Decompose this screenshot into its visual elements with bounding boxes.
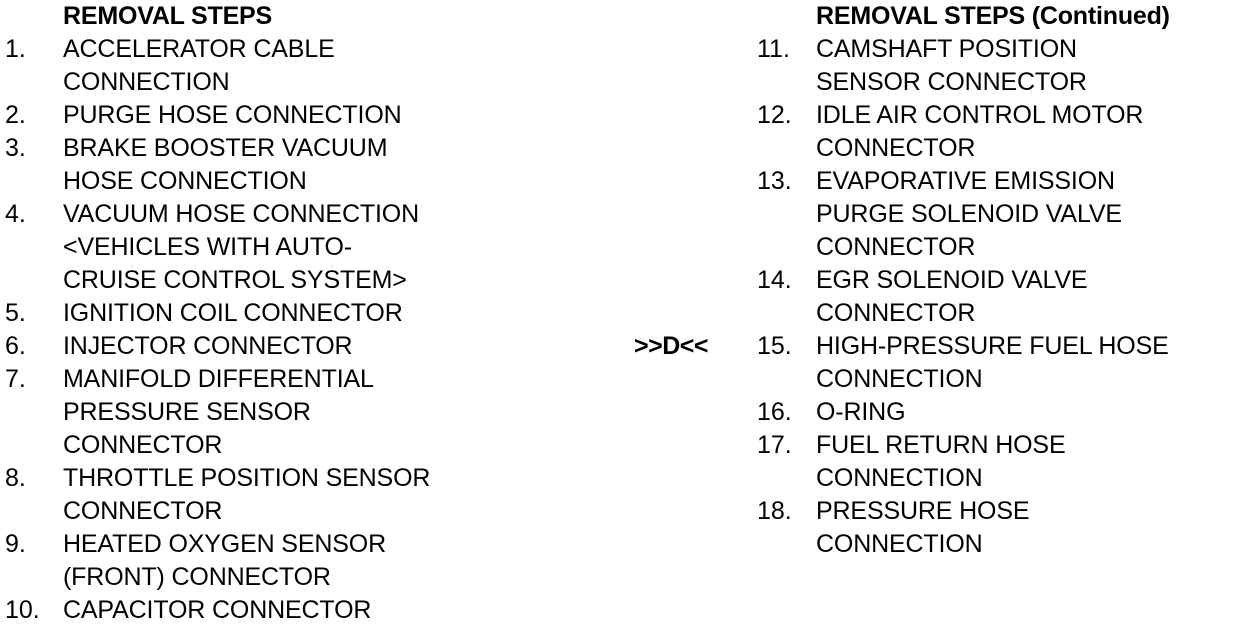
step-item: 18. PRESSURE HOSE CONNECTION	[752, 495, 1248, 561]
step-text-line: PURGE SOLENOID VALVE	[816, 200, 1122, 228]
step-text-line: IGNITION COIL CONNECTOR	[63, 299, 403, 327]
step-text-line: BRAKE BOOSTER VACUUM	[63, 134, 388, 162]
step-text-line: CONNECTOR	[63, 497, 223, 525]
step-text-line: CAPACITOR CONNECTOR	[63, 596, 372, 624]
step-number: 3.	[5, 134, 26, 162]
step-text: CAMSHAFT POSITION SENSOR CONNECTOR	[816, 33, 1248, 99]
step-text-line: SENSOR CONNECTOR	[816, 68, 1087, 96]
step-number: 15.	[757, 332, 792, 360]
step-item: 16. O-RING	[752, 396, 1248, 429]
step-number: 1.	[5, 35, 26, 63]
step-text-line: PURGE HOSE CONNECTION	[63, 101, 402, 129]
step-item: 8. THROTTLE POSITION SENSOR CONNECTOR	[0, 462, 600, 528]
step-text-line: ACCELERATOR CABLE	[63, 35, 335, 63]
step-text-line: CONNECTOR	[816, 233, 976, 261]
step-text-line: VACUUM HOSE CONNECTION	[63, 200, 419, 228]
step-text: EGR SOLENOID VALVE CONNECTOR	[816, 264, 1248, 330]
step-number: 16.	[757, 398, 792, 426]
step-text-line: CONNECTOR	[63, 431, 223, 459]
right-steps-column: REMOVAL STEPS (Continued) 11. CAMSHAFT PO…	[752, 0, 1248, 561]
step-number: 11.	[757, 35, 790, 63]
step-item: 4. VACUUM HOSE CONNECTION <VEHICLES WITH A…	[0, 198, 600, 297]
step-text: HEATED OXYGEN SENSOR (FRONT) CONNECTOR	[63, 528, 600, 594]
right-steps-list: 11. CAMSHAFT POSITION SENSOR CONNECTOR 12. I…	[752, 33, 1248, 561]
step-item: 17. FUEL RETURN HOSE CONNECTION	[752, 429, 1248, 495]
step-item: 12. IDLE AIR CONTROL MOTOR CONNECTOR	[752, 99, 1248, 165]
left-column-heading: REMOVAL STEPS	[63, 2, 273, 30]
step-text-line: IDLE AIR CONTROL MOTOR	[816, 101, 1144, 129]
step-item: 9. HEATED OXYGEN SENSOR (FRONT) CONNECTOR	[0, 528, 600, 594]
step-text-line: (FRONT) CONNECTOR	[63, 563, 331, 591]
step-text: VACUUM HOSE CONNECTION <VEHICLES WITH AUT…	[63, 198, 600, 297]
step-item: 1. ACCELERATOR CABLE CONNECTION	[0, 33, 600, 99]
step-text: FUEL RETURN HOSE CONNECTION	[816, 429, 1248, 495]
step-text-line: CONNECTOR	[816, 299, 976, 327]
step-item: 10. CAPACITOR CONNECTOR	[0, 594, 600, 627]
step-item: 14. EGR SOLENOID VALVE CONNECTOR	[752, 264, 1248, 330]
step-text: HIGH-PRESSURE FUEL HOSE CONNECTION	[816, 330, 1248, 396]
step-text-line: HIGH-PRESSURE FUEL HOSE	[816, 332, 1169, 360]
step-text-line: CONNECTOR	[816, 134, 976, 162]
step-text-line: FUEL RETURN HOSE	[816, 431, 1066, 459]
step-number: 6.	[5, 332, 26, 360]
step-text-line: PRESSURE SENSOR	[63, 398, 311, 426]
step-item: 15. HIGH-PRESSURE FUEL HOSE CONNECTION	[752, 330, 1248, 396]
step-text: CAPACITOR CONNECTOR	[63, 594, 600, 627]
step-text-line: INJECTOR CONNECTOR	[63, 332, 353, 360]
step-text: ACCELERATOR CABLE CONNECTION	[63, 33, 600, 99]
step-item: 7. MANIFOLD DIFFERENTIAL PRESSURE SENSOR CO…	[0, 363, 600, 462]
step-item: 13. EVAPORATIVE EMISSION PURGE SOLENOID VA…	[752, 165, 1248, 264]
step-text: MANIFOLD DIFFERENTIAL PRESSURE SENSOR CONN…	[63, 363, 600, 462]
step-text-line: HOSE CONNECTION	[63, 167, 307, 195]
step-text-line: HEATED OXYGEN SENSOR	[63, 530, 386, 558]
step-text-line: PRESSURE HOSE	[816, 497, 1030, 525]
step-item: 2. PURGE HOSE CONNECTION	[0, 99, 600, 132]
step-text: EVAPORATIVE EMISSION PURGE SOLENOID VALVE…	[816, 165, 1248, 264]
step-text-line: THROTTLE POSITION SENSOR	[63, 464, 431, 492]
step-text-line: CONNECTION	[816, 365, 983, 393]
step-number: 9.	[5, 530, 26, 558]
step-number: 12.	[757, 101, 792, 129]
step-text-line: CONNECTION	[816, 464, 983, 492]
step-text-line: CONNECTION	[816, 530, 983, 558]
step-text: PRESSURE HOSE CONNECTION	[816, 495, 1248, 561]
step-number: 18.	[757, 497, 792, 525]
step-number: 10.	[5, 596, 40, 624]
step-text: BRAKE BOOSTER VACUUM HOSE CONNECTION	[63, 132, 600, 198]
step-item: 3. BRAKE BOOSTER VACUUM HOSE CONNECTION	[0, 132, 600, 198]
left-steps-column: REMOVAL STEPS 1. ACCELERATOR CABLE CONNECT…	[0, 0, 600, 627]
step-text: IGNITION COIL CONNECTOR	[63, 297, 600, 330]
step-text-line: CONNECTION	[63, 68, 230, 96]
step-text-line: EVAPORATIVE EMISSION	[816, 167, 1115, 195]
step-text: INJECTOR CONNECTOR	[63, 330, 600, 363]
step-number: 5.	[5, 299, 26, 327]
step-text-line: O-RING	[816, 398, 906, 426]
step-item: 6. INJECTOR CONNECTOR	[0, 330, 600, 363]
step-text-line: CRUISE CONTROL SYSTEM>	[63, 266, 407, 294]
step-item: 11. CAMSHAFT POSITION SENSOR CONNECTOR	[752, 33, 1248, 99]
step-text-line: CAMSHAFT POSITION	[816, 35, 1077, 63]
step-text: O-RING	[816, 396, 1248, 429]
step-text: THROTTLE POSITION SENSOR CONNECTOR	[63, 462, 600, 528]
step-number: 7.	[5, 365, 26, 393]
step-number: 2.	[5, 101, 26, 129]
right-column-heading: REMOVAL STEPS (Continued)	[816, 2, 1170, 30]
step-number: 4.	[5, 200, 26, 228]
step-number: 13.	[757, 167, 792, 195]
step-text-line: MANIFOLD DIFFERENTIAL	[63, 365, 374, 393]
step-number: 14.	[757, 266, 792, 294]
step-text: IDLE AIR CONTROL MOTOR CONNECTOR	[816, 99, 1248, 165]
step-text: PURGE HOSE CONNECTION	[63, 99, 600, 132]
step-number: 8.	[5, 464, 26, 492]
step-text-line: EGR SOLENOID VALVE	[816, 266, 1088, 294]
step-text-line: <VEHICLES WITH AUTO-	[63, 233, 352, 261]
callout-marker-d: >>D<<	[634, 332, 708, 360]
step-number: 17.	[757, 431, 792, 459]
left-steps-list: 1. ACCELERATOR CABLE CONNECTION 2. PURGE HOS…	[0, 33, 600, 627]
step-item: 5. IGNITION COIL CONNECTOR	[0, 297, 600, 330]
